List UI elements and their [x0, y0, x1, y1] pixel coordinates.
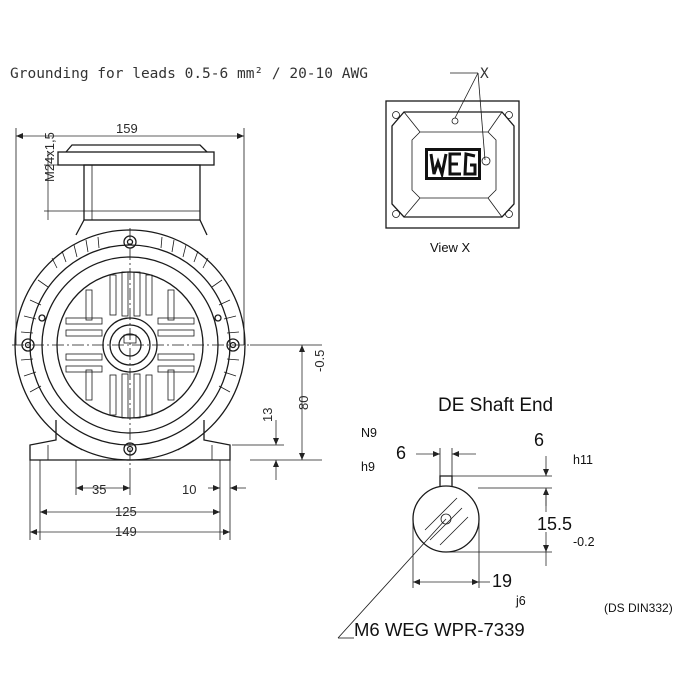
- dim-m24: M24x1,5: [42, 132, 57, 182]
- shaft-end: DE Shaft End N9 h9 6 6 h11 15.5: [337, 395, 673, 640]
- dim-80: 80: [296, 396, 311, 410]
- front-dimensions: 159 M24x1,5 80 -0.5 13 35 10 125: [15, 121, 327, 540]
- dim-125: 125: [115, 504, 137, 519]
- bolt-heads: [21, 235, 240, 456]
- shaft-end-title: DE Shaft End: [438, 395, 553, 416]
- weg-logo: [425, 148, 481, 180]
- dim-key-height: 6: [534, 430, 544, 450]
- dim-35: 35: [92, 482, 106, 497]
- front-view: [12, 144, 250, 470]
- fan-cover-grille: [65, 271, 195, 419]
- label-n9: N9: [361, 426, 377, 440]
- dim-depth: 15.5: [537, 514, 572, 534]
- corner-screws: [392, 111, 513, 218]
- dim-149: 149: [115, 524, 137, 539]
- dim-depth-tol: -0.2: [573, 535, 595, 549]
- grounding-leader: X: [450, 66, 489, 161]
- dim-13: 13: [260, 408, 275, 422]
- dim-159: 159: [116, 121, 138, 136]
- dim-key-width: 6: [396, 443, 406, 463]
- dim-diameter: 19: [492, 571, 512, 591]
- view-x: View X: [385, 100, 520, 255]
- grounding-note: Grounding for leads 0.5-6 mm² / 20-10 AW…: [10, 66, 368, 82]
- view-x-label: View X: [430, 240, 471, 255]
- shaft-hatch: [424, 497, 469, 546]
- cooling-fins: [20, 236, 240, 393]
- din-standard: (DS DIN332): [604, 601, 673, 615]
- label-h9: h9: [361, 460, 375, 474]
- terminal-box: [57, 144, 215, 221]
- dim-tol-05: -0.5: [312, 350, 327, 372]
- dim-10: 10: [182, 482, 196, 497]
- label-j6: j6: [515, 594, 526, 608]
- thread-note: M6 WEG WPR-7339: [354, 619, 525, 640]
- svg-text:X: X: [480, 66, 489, 82]
- label-h11: h11: [573, 453, 593, 467]
